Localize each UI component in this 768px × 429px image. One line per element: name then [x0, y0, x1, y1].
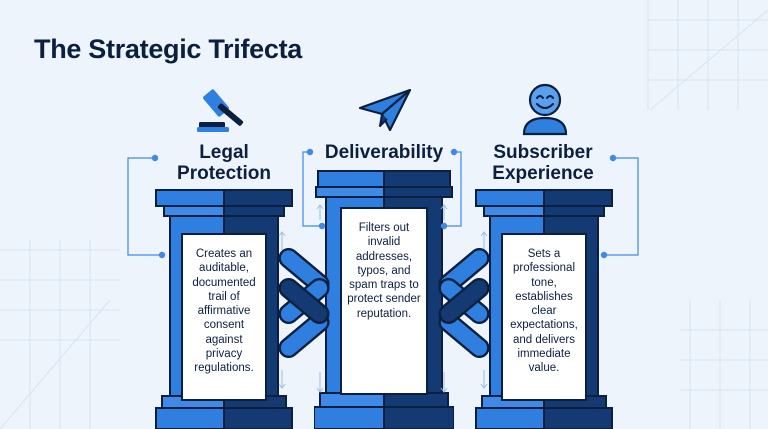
pillar-description-panel: Creates an auditable, documented trail o…: [181, 233, 267, 401]
pillar-description: Sets a professional tone, establishes cl…: [510, 248, 578, 375]
pillar-label-legal: Legal Protection: [177, 142, 271, 184]
pillar-label-deliverability: Deliverability: [324, 142, 444, 163]
paper-plane-icon: [358, 88, 412, 132]
pillar-description: Creates an auditable, documented trail o…: [192, 248, 256, 375]
pillar-legal: Creates an auditable, documented trail o…: [154, 188, 294, 429]
pillar-label-subscriber: Subscriber Experience: [492, 142, 594, 184]
page-title: The Strategic Trifecta: [34, 34, 302, 64]
pillar-deliverability: Filters out invalid addresses, typos, an…: [314, 169, 454, 429]
pillar-subscriber: Sets a professional tone, establishes cl…: [474, 188, 614, 429]
pillar-description-panel: Sets a professional tone, establishes cl…: [501, 233, 587, 401]
pillar-description: Filters out invalid addresses, typos, an…: [347, 222, 421, 320]
pillar-description-panel: Filters out invalid addresses, typos, an…: [340, 207, 428, 395]
gavel-icon: [197, 89, 244, 132]
smiley-face-icon: [522, 83, 568, 136]
